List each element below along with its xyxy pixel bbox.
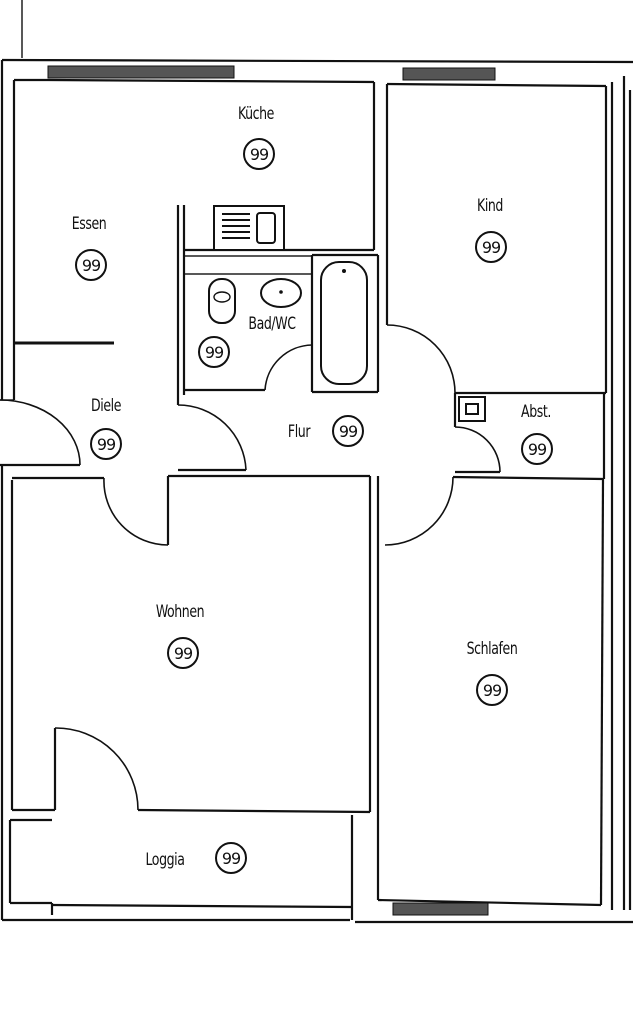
area-badge-diele: 99 — [90, 428, 122, 460]
flur-doors — [264, 324, 605, 546]
room-diele-walls — [0, 399, 370, 546]
window-schlafen — [392, 902, 489, 916]
room-label-loggia: Loggia — [145, 850, 185, 870]
stove-icon — [213, 205, 285, 251]
door-swing-abst — [454, 426, 501, 473]
area-badge-loggia: 99 — [215, 842, 247, 874]
room-loggia-walls — [8, 815, 354, 920]
door-swing-wohnen — [103, 477, 169, 546]
toilet-icon — [208, 278, 236, 324]
area-badge-abst: 99 — [521, 433, 553, 465]
room-kind-walls — [385, 82, 608, 395]
area-badge-schlafen: 99 — [476, 674, 508, 706]
area-badge-essen: 99 — [75, 249, 107, 281]
area-badge-bad-wc: 99 — [198, 336, 230, 368]
room-label-essen: Essen — [71, 214, 107, 234]
room-schlafen-walls — [377, 478, 605, 907]
room-label-kueche: Küche — [237, 104, 275, 124]
room-label-diele: Diele — [90, 396, 122, 416]
room-label-flur: Flur — [287, 422, 311, 442]
room-label-kind: Kind — [477, 196, 503, 216]
room-wohnen-walls — [12, 476, 380, 900]
sink-icon — [260, 278, 302, 308]
door-swing-loggia — [54, 727, 139, 811]
bathtub-icon — [320, 261, 368, 385]
door-swing-kind — [386, 324, 456, 394]
room-kueche-walls — [14, 78, 376, 345]
entrance-door-swing — [0, 399, 81, 466]
area-badge-flur: 99 — [332, 415, 364, 447]
window-kueche — [47, 65, 235, 79]
area-badge-kueche: 99 — [243, 138, 275, 170]
room-label-bad-wc: Bad/WC — [248, 314, 296, 334]
room-label-schlafen: Schlafen — [466, 639, 518, 659]
area-badge-wohnen: 99 — [167, 637, 199, 669]
window-kind — [402, 67, 496, 81]
door-swing-bad — [264, 344, 313, 391]
door-swing-kueche — [177, 404, 247, 471]
shaft-icon — [458, 396, 486, 422]
area-badge-kind: 99 — [475, 231, 507, 263]
outer-walls — [0, 58, 633, 924]
door-swing-schlafen — [384, 476, 454, 546]
room-label-abst: Abst. — [521, 402, 551, 422]
room-label-wohnen: Wohnen — [155, 602, 205, 622]
